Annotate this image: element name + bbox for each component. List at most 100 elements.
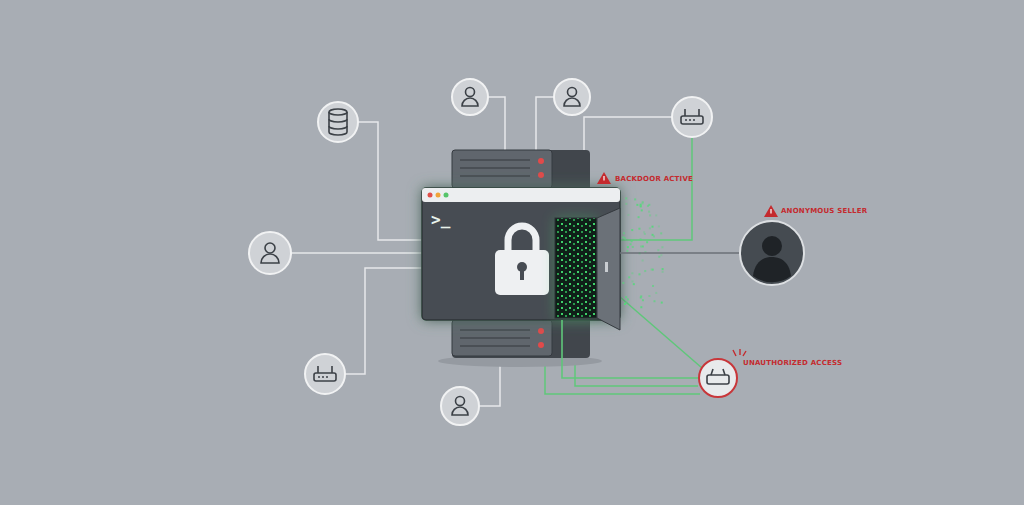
code-particle xyxy=(642,202,644,204)
alert-label: UNAUTHORIZED ACCESS xyxy=(742,359,843,367)
code-particle xyxy=(653,300,655,302)
led xyxy=(538,328,544,334)
wire xyxy=(584,117,672,150)
icon-glyphs xyxy=(261,88,703,416)
code-particle xyxy=(627,246,629,248)
alert-spark xyxy=(733,349,746,356)
led xyxy=(538,342,544,348)
code-particle xyxy=(643,231,645,233)
vault-glow xyxy=(555,218,597,318)
code-particle xyxy=(631,229,633,231)
router-circle xyxy=(699,359,737,397)
wire xyxy=(536,97,554,150)
code-particle xyxy=(636,204,638,206)
router-icon xyxy=(672,97,712,137)
wire xyxy=(612,290,702,368)
wire xyxy=(291,252,422,254)
code-particle xyxy=(649,214,651,216)
code-particle xyxy=(623,232,625,234)
window-dot xyxy=(436,193,441,198)
avatar-circle xyxy=(740,221,804,285)
code-particle xyxy=(652,234,654,236)
database-glyph xyxy=(329,109,347,135)
code-particle xyxy=(658,225,660,227)
alert-label: BACKDOOR ACTIVE xyxy=(614,175,694,183)
anonymous-seller: ANONYMOUS SELLER xyxy=(739,220,805,286)
keyhole xyxy=(520,268,524,280)
database-icon xyxy=(318,102,358,142)
code-particle xyxy=(641,209,643,211)
code-particle xyxy=(651,226,653,228)
code-particle xyxy=(622,282,624,284)
code-particle xyxy=(655,292,657,294)
data-line xyxy=(620,252,739,254)
code-particle xyxy=(649,227,651,229)
code-particle xyxy=(662,271,664,273)
code-particle xyxy=(633,283,635,285)
router-circle xyxy=(698,358,738,398)
warning-mark xyxy=(603,176,604,181)
router-glyph xyxy=(707,375,729,384)
code-particle xyxy=(627,214,629,216)
code-particle xyxy=(657,249,659,251)
router-antenna xyxy=(711,369,725,375)
warning-icon xyxy=(597,172,611,184)
code-particle xyxy=(661,246,663,248)
code-particle xyxy=(625,197,627,199)
code-particle xyxy=(648,211,650,213)
silhouette-body xyxy=(753,257,791,282)
code-particle xyxy=(625,203,627,205)
code-particle xyxy=(644,233,646,235)
code-particle xyxy=(642,245,644,247)
user-icon xyxy=(554,79,590,115)
code-particle xyxy=(640,204,642,206)
code-particle xyxy=(638,273,640,275)
code-particle xyxy=(630,243,632,245)
door-leaf xyxy=(597,208,620,330)
router-glyph xyxy=(314,109,703,381)
wire xyxy=(488,97,505,150)
terminal-prompt: >_ xyxy=(431,210,450,229)
window-dot xyxy=(428,193,433,198)
warning-icon xyxy=(764,205,778,217)
code-particle xyxy=(632,246,634,248)
terminal-window: >_BACKDOOR ACTIVE xyxy=(422,188,620,320)
user-icon xyxy=(452,79,488,115)
wires xyxy=(291,97,672,406)
code-particle xyxy=(658,256,660,258)
code-particle xyxy=(626,250,628,252)
code-particle xyxy=(640,238,642,240)
door-handle xyxy=(605,262,608,272)
silhouette-head xyxy=(762,236,782,256)
code-particle xyxy=(642,259,644,261)
wire xyxy=(358,122,422,240)
window-frame xyxy=(422,188,620,320)
code-particle xyxy=(640,246,642,248)
code-particle xyxy=(638,216,640,218)
title-bar xyxy=(422,188,620,202)
code-particle xyxy=(655,214,657,216)
code-particle xyxy=(652,285,654,287)
server-unit xyxy=(452,150,552,188)
wire xyxy=(620,137,692,240)
icon-circles xyxy=(249,79,712,425)
led xyxy=(538,172,544,178)
code-particle xyxy=(631,280,633,282)
code-particle xyxy=(662,268,664,270)
code-particle xyxy=(634,198,636,200)
router-icon xyxy=(305,354,345,394)
code-particle xyxy=(660,254,662,256)
code-particle xyxy=(651,269,653,271)
code-particle xyxy=(627,298,629,300)
code-particle xyxy=(625,302,627,304)
lock-body xyxy=(495,250,549,295)
code-particle xyxy=(661,302,663,304)
vault-opening xyxy=(555,218,597,318)
code-particle xyxy=(631,272,633,274)
code-particle xyxy=(640,306,642,308)
terminal-window xyxy=(422,188,620,320)
code-particle xyxy=(631,240,633,242)
server-unit xyxy=(452,320,552,356)
